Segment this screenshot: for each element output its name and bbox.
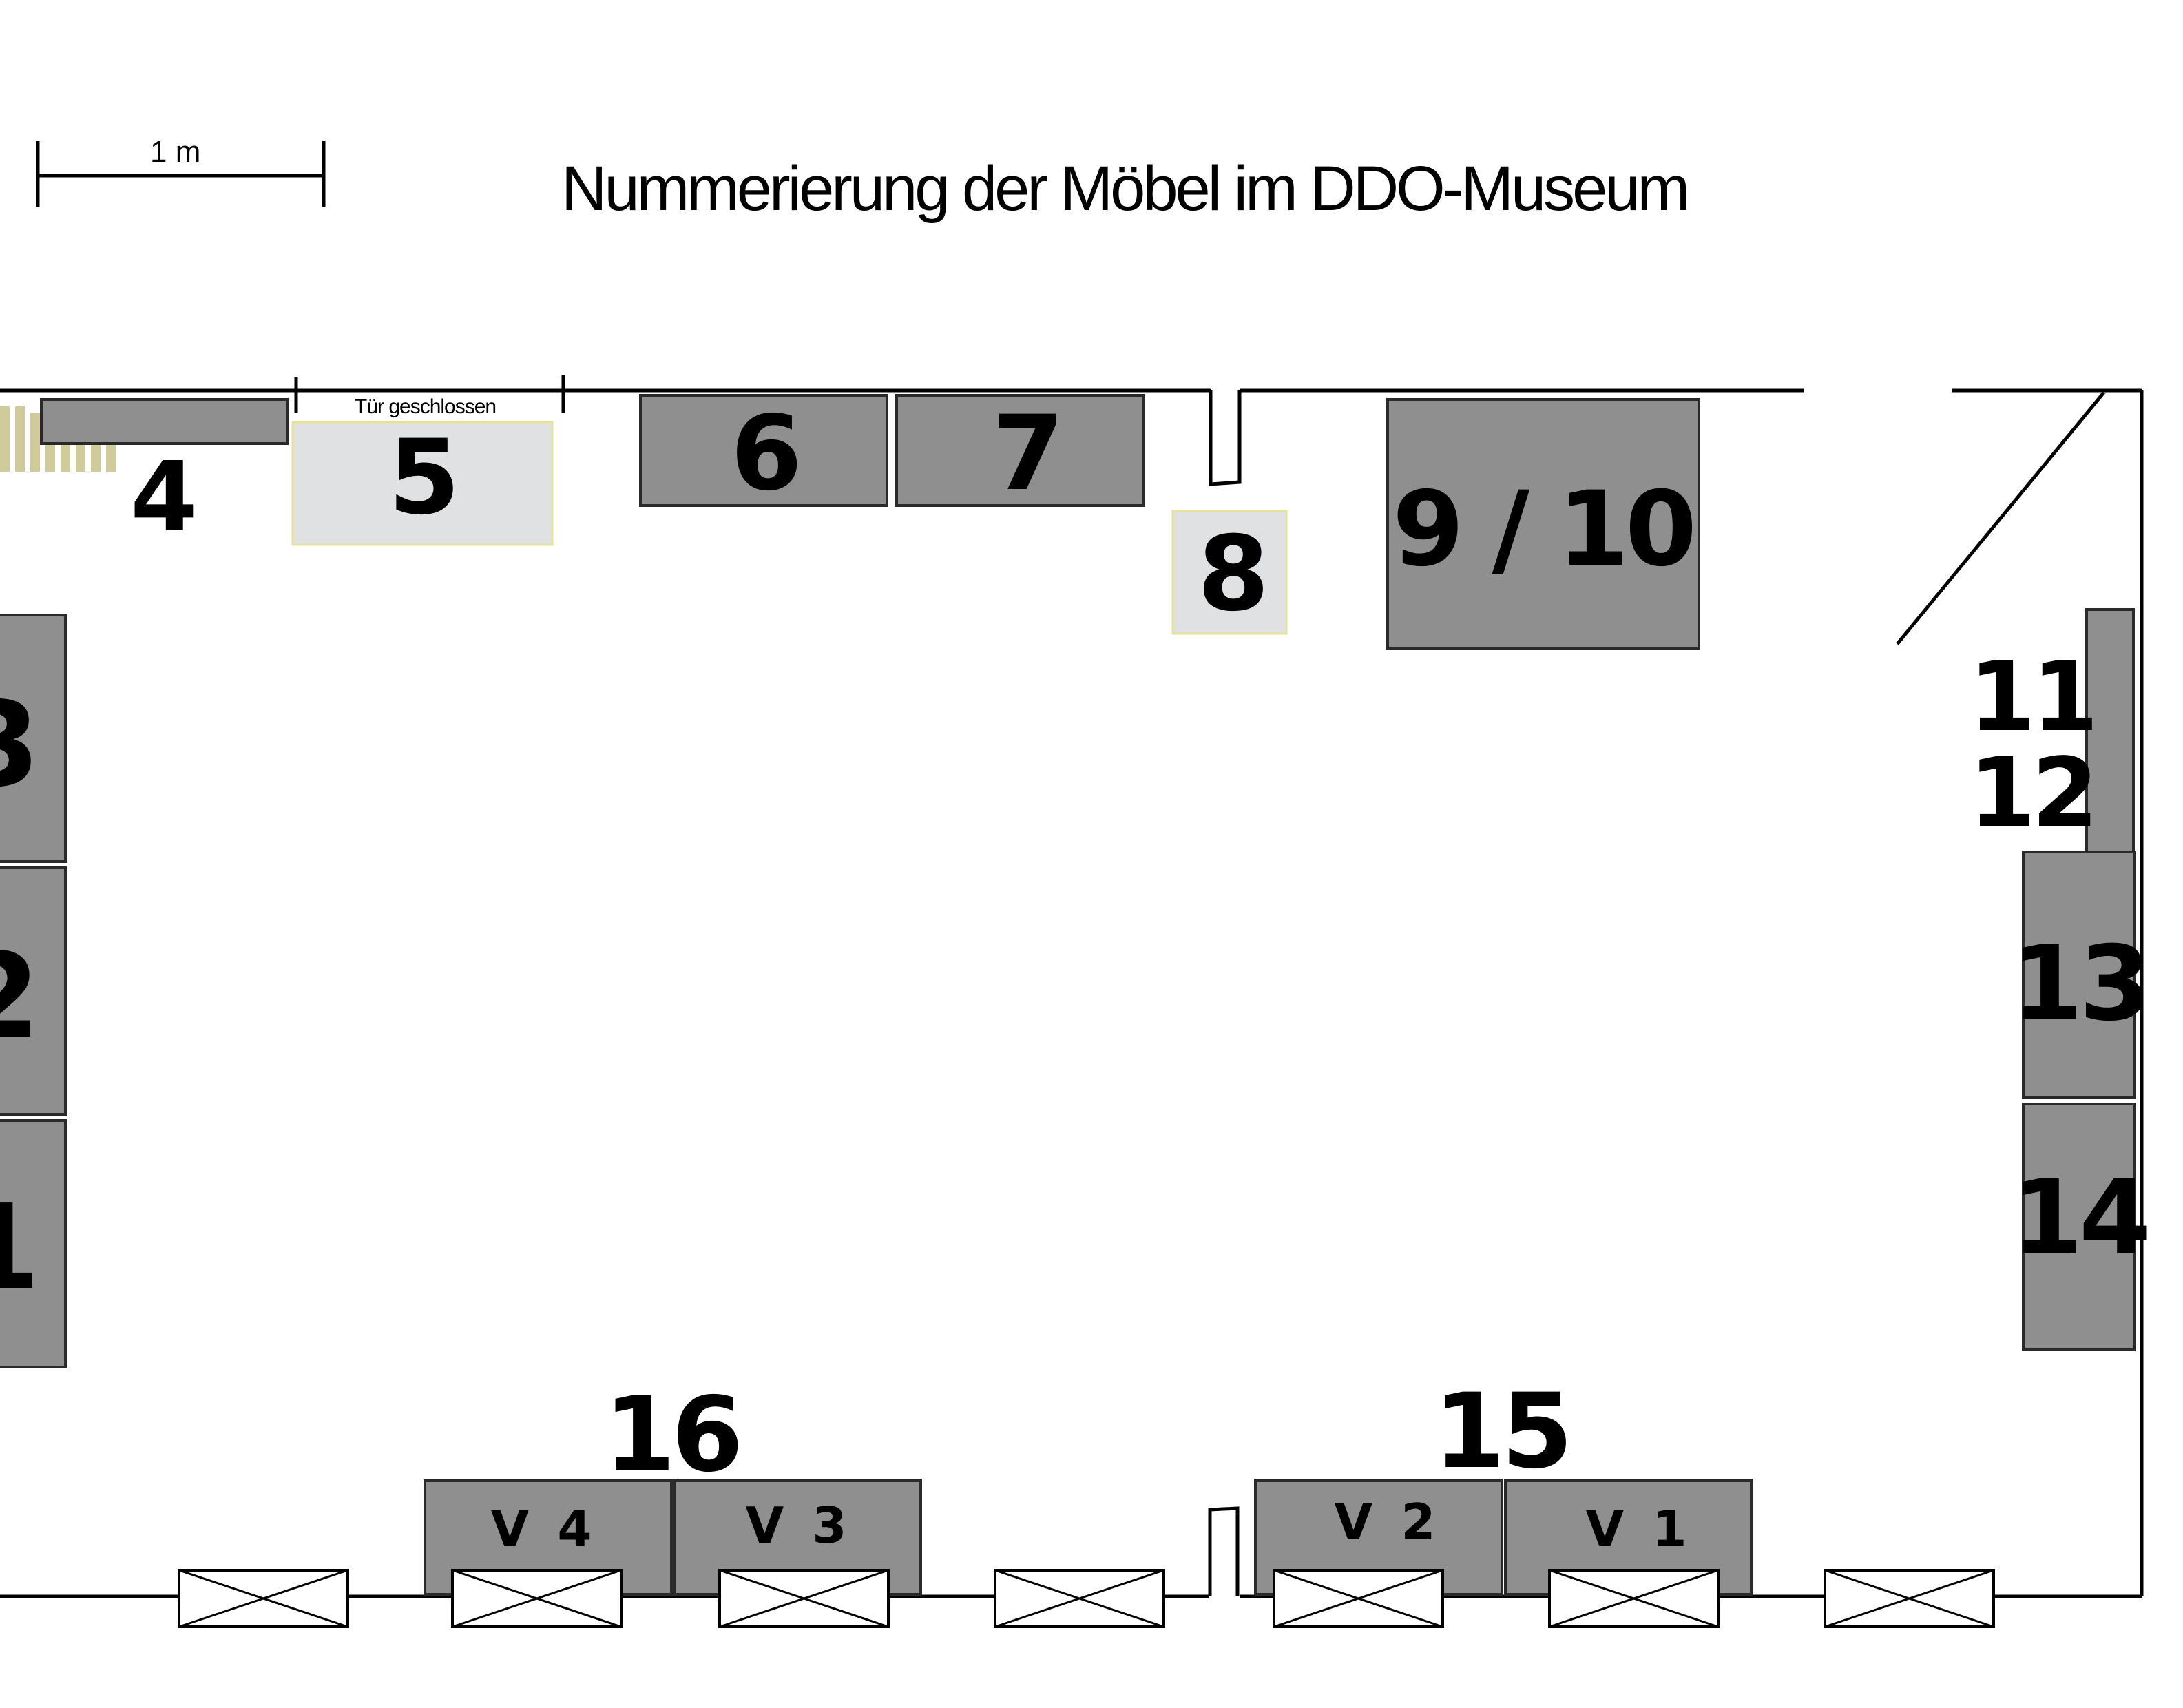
window <box>451 1569 623 1628</box>
furniture-6 <box>639 394 888 507</box>
furniture-8-label: 8 <box>1198 514 1265 634</box>
window <box>1273 1569 1444 1628</box>
windows <box>178 1569 1995 1628</box>
vitrine-v4-label: V 4 <box>491 1500 598 1558</box>
furniture-13-label: 13 <box>2012 924 2147 1044</box>
furniture-2-label: 2 <box>0 928 36 1065</box>
furniture-11-label: 11 <box>1969 641 2095 753</box>
furniture-12-label: 12 <box>1969 738 2095 850</box>
furniture-8 <box>1171 510 1288 635</box>
furniture-1 <box>0 1119 67 1368</box>
furniture-15-label: 15 <box>1434 1372 1569 1492</box>
furniture-16-label: 16 <box>604 1375 740 1495</box>
plan-title: Nummerierung der Möbel im DDO-Museum <box>561 154 1687 224</box>
door-label: Tür geschlossen <box>355 395 496 418</box>
furniture-5-label: 5 <box>388 418 456 538</box>
window <box>994 1569 1165 1628</box>
furniture-14-label: 14 <box>2012 1158 2147 1278</box>
window <box>1548 1569 1720 1628</box>
furniture-5 <box>291 421 554 546</box>
furniture-3 <box>0 614 67 863</box>
furniture-9-10 <box>1386 398 1700 650</box>
window <box>718 1569 890 1628</box>
window <box>178 1569 349 1628</box>
furniture-6-label: 6 <box>731 394 798 514</box>
furniture-9-10-label: 9 / 10 <box>1392 470 1693 590</box>
furniture-14 <box>2022 1103 2136 1351</box>
vitrine-v3-label: V 3 <box>746 1497 853 1554</box>
walls <box>0 375 2144 1598</box>
furniture-4-label: 4 <box>130 441 193 554</box>
furniture-4 <box>40 398 289 445</box>
scale-label: 1 m <box>150 135 200 169</box>
furniture-2 <box>0 866 67 1116</box>
vitrine-v2-label: V 2 <box>1335 1493 1441 1551</box>
furniture-7-label: 7 <box>992 394 1060 514</box>
scale-bar: 1 m <box>36 135 326 207</box>
furniture-1-label: 1 <box>0 1180 36 1316</box>
window <box>1824 1569 1995 1628</box>
furniture-3-label: 3 <box>0 677 36 813</box>
furniture-13 <box>2022 851 2136 1099</box>
furniture-7 <box>895 394 1145 507</box>
vitrine-v1-label: V 1 <box>1586 1500 1693 1558</box>
